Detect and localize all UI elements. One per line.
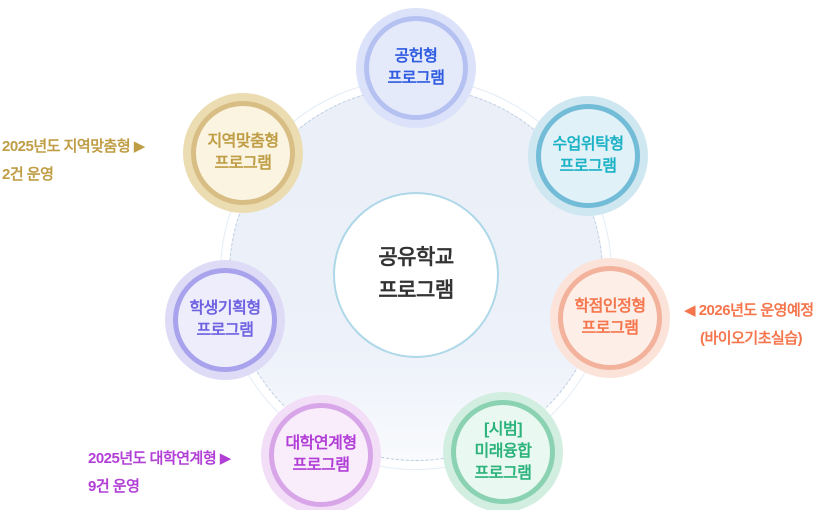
program-circle-ring: 대학연계형 프로그램: [269, 403, 373, 507]
program-circle-label: 대학연계형 프로그램: [285, 434, 357, 474]
program-circle-region-customized: 지역맞춤형 프로그램: [183, 93, 303, 213]
annotation-credit-recognition: ◀ 2026년도 운영예정 (바이오기초실습): [684, 297, 814, 353]
annotation-line: (바이오기초실습): [700, 330, 803, 347]
program-circle-ring: 학점인정형 프로그램: [558, 266, 662, 370]
annotation-region-customized: 2025년도 지역맞춤형 ▶ 2건 운영: [2, 133, 145, 189]
program-circle-credit-recognition: 학점인정형 프로그램: [550, 258, 670, 378]
program-circle-university-linked: 대학연계형 프로그램: [261, 395, 381, 510]
annotation-line: 2025년도 대학연계형 ▶: [88, 450, 231, 467]
program-circle-class-consignment: 수업위탁형 프로그램: [528, 96, 648, 216]
annotation-line: ◀ 2026년도 운영예정: [684, 302, 814, 319]
program-circle-ring: 공헌형 프로그램: [364, 16, 468, 120]
annotation-line: 2건 운영: [2, 166, 54, 183]
annotation-line: 9건 운영: [88, 478, 140, 495]
center-label: 공유학교 프로그램: [378, 246, 454, 302]
program-circle-future-convergence: [시범] 미래융합 프로그램: [443, 392, 563, 510]
program-circle-label: 공헌형 프로그램: [387, 47, 445, 87]
program-circle-ring: 지역맞춤형 프로그램: [191, 101, 295, 205]
annotation-line: 2025년도 지역맞춤형 ▶: [2, 138, 145, 155]
program-circle-ring: [시범] 미래융합 프로그램: [451, 400, 555, 504]
program-circle-student-planned: 학생기획형 프로그램: [165, 260, 285, 380]
program-circle-label: 학점인정형 프로그램: [574, 297, 646, 337]
program-circle-label: 학생기획형 프로그램: [189, 299, 261, 339]
program-circle-label: 지역맞춤형 프로그램: [207, 132, 279, 172]
program-circle-label: 수업위탁형 프로그램: [552, 135, 624, 175]
center-circle: 공유학교 프로그램: [333, 192, 499, 358]
program-circle-contribution: 공헌형 프로그램: [356, 8, 476, 128]
program-circle-label: [시범] 미래융합 프로그램: [474, 420, 532, 483]
annotation-university-linked: 2025년도 대학연계형 ▶ 9건 운영: [88, 445, 231, 501]
program-circle-ring: 수업위탁형 프로그램: [536, 104, 640, 208]
program-circle-ring: 학생기획형 프로그램: [173, 268, 277, 372]
